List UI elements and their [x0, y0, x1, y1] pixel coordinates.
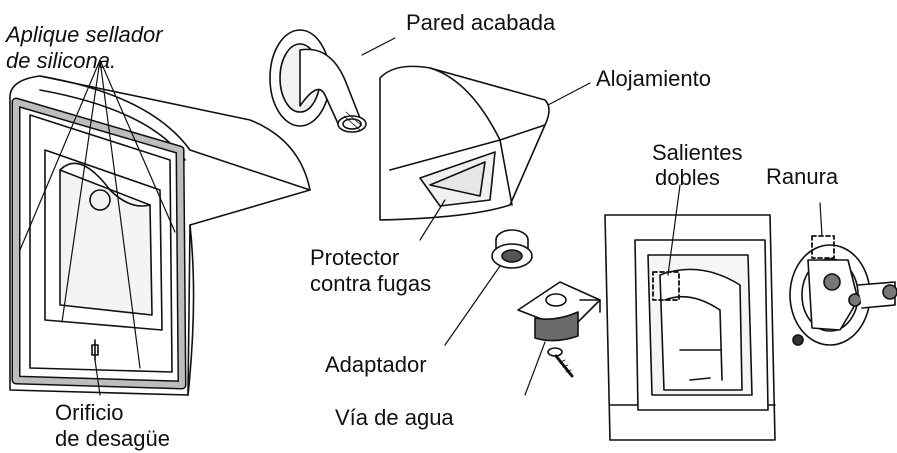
- leak-guard-leader-line: [419, 199, 446, 241]
- shower-arm-illustration: [269, 29, 367, 133]
- screw-illustration: [547, 347, 574, 378]
- valve-body-illustration: [789, 235, 897, 346]
- wall-mounted-housing-illustration: [604, 214, 776, 441]
- housing-leader-line: [547, 82, 591, 106]
- housing-illustration: [379, 65, 550, 221]
- sealed-housing-illustration: [9, 75, 311, 396]
- drain-leader-line: [94, 359, 101, 396]
- label-drain-line2: de desagüe: [55, 426, 170, 451]
- double-tabs-leader-line: [667, 184, 681, 276]
- label-adapter: Adaptador: [325, 352, 427, 377]
- label-double-tabs-line2: dobles: [655, 165, 720, 190]
- sealant-leader-lines: [19, 59, 176, 369]
- label-double-tabs-line1: Salientes: [652, 140, 743, 165]
- label-leak-guard-line2: contra fugas: [310, 271, 432, 296]
- slot-leader-line: [819, 202, 823, 237]
- label-slot: Ranura: [766, 164, 839, 189]
- waterway-illustration: [517, 281, 601, 342]
- label-waterway: Vía de agua: [335, 405, 454, 430]
- adapter-illustration: [491, 229, 533, 269]
- label-drain-line1: Orificio: [55, 400, 124, 425]
- finished-wall-leader-line: [361, 37, 396, 56]
- label-finished-wall: Pared acabada: [406, 10, 556, 35]
- label-housing: Alojamiento: [596, 66, 711, 91]
- label-leak-guard-line1: Protector: [310, 245, 400, 270]
- label-sealant-line1: Aplique sellador: [6, 22, 163, 47]
- adapter-leader-line: [444, 265, 501, 346]
- waterway-leader-line: [524, 341, 546, 396]
- label-sealant-line2: de silicona.: [6, 48, 117, 73]
